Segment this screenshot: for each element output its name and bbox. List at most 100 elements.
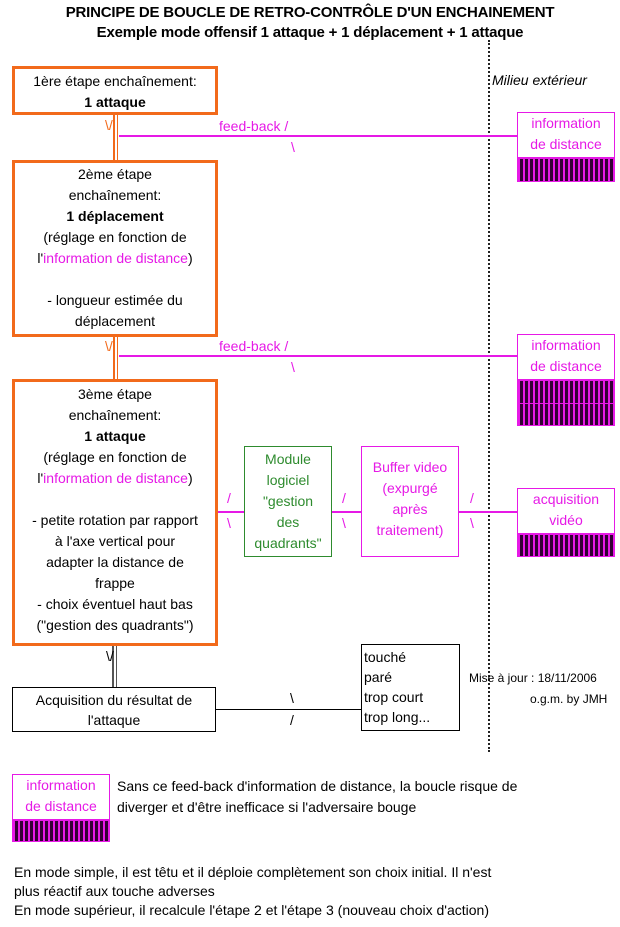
backslash-icon: \ [342, 515, 346, 531]
step-2-setting: (réglage en fonction de [43, 229, 187, 245]
step-2-box: 2ème étape enchaînement: 1 déplacement (… [12, 160, 218, 337]
step-3-detail-4: frappe [95, 575, 135, 591]
distance-info-2-hatch-top [517, 380, 615, 404]
step-3-header-1: 3ème étape [78, 386, 152, 402]
legend-box-line2: de distance [25, 798, 97, 814]
connector-3-result [112, 646, 114, 688]
distance-info-2-hatch-bottom [517, 403, 615, 426]
connector-3-result-b [116, 646, 117, 688]
result-box: Acquisition du résultat de l'attaque [12, 687, 216, 732]
step-2-setting-suffix: ) [187, 250, 193, 266]
step-2-header-1: 2ème étape [78, 166, 152, 182]
step-1-header: 1ère étape enchaînement: [33, 73, 197, 89]
slash-icon: / [227, 490, 231, 506]
feedback-line-2 [119, 355, 517, 357]
module-box: Module logiciel "gestion des quadrants" [244, 446, 332, 557]
backslash-icon: \ [470, 515, 474, 531]
legend-text-line2: diverger et d'être inefficace si l'adver… [117, 799, 417, 815]
outcome-item: trop court [364, 689, 424, 705]
distance-info-2-line2: de distance [530, 358, 602, 374]
step-2-detail-2: déplacement [74, 313, 156, 329]
step-3-setting-suffix: ) [187, 470, 193, 486]
step-3-setting: (réglage en fonction de [43, 449, 187, 465]
acquisition-video-hatch [517, 534, 615, 557]
arrow-3-result-icon: \/ [106, 648, 114, 664]
link-step3-module [218, 511, 244, 513]
step-2-setting-link-line: l'information de distance) [15, 248, 215, 269]
module-line-2: logiciel [266, 472, 310, 488]
acquisition-video-line2: vidéo [549, 512, 583, 528]
step-2-detail-1: - longueur estimée du [47, 292, 183, 308]
feedback-label-2: feed-back / [219, 338, 288, 354]
note-line-1: En mode simple, il est têtu et il déploi… [14, 864, 492, 880]
distance-info-box-2: information de distance [517, 334, 615, 380]
module-line-3: "gestion [262, 493, 314, 509]
update-date: Mise à jour : 18/11/2006 [469, 671, 597, 685]
slash-icon: / [342, 490, 346, 506]
result-line-2: l'attaque [87, 712, 141, 728]
legend-text: Sans ce feed-back d'information de dista… [117, 776, 517, 818]
note-line-3: En mode supérieur, il recalcule l'étape … [14, 902, 489, 918]
environment-label: Milieu extérieur [492, 72, 587, 88]
slash-icon: / [470, 490, 474, 506]
distance-info-2-line1: information [531, 337, 601, 353]
step-2-distance-link: information de distance [43, 250, 188, 266]
distance-info-1-line1: information [531, 115, 601, 131]
slash-icon: / [284, 338, 289, 354]
legend-text-line1: Sans ce feed-back d'information de dista… [117, 778, 518, 794]
step-2-header-2: enchaînement: [68, 187, 162, 203]
legend-distance-box: information de distance [12, 774, 110, 820]
step-2-setting-l: l' [37, 250, 44, 266]
buffer-video-box: Buffer video (expurgé après traitement) [361, 446, 459, 557]
step-3-detail-3: adapter la distance de [46, 554, 184, 570]
arrow-2-3-icon: \/ [105, 338, 113, 354]
buffer-line-3: après [392, 501, 428, 517]
step-3-distance-link: information de distance [43, 470, 188, 486]
step-2-action: 1 déplacement [66, 208, 164, 224]
connector-2-3b [117, 337, 118, 380]
acquisition-video-line1: acquisition [532, 491, 600, 507]
feedback-line-1 [119, 135, 517, 137]
step-3-action: 1 attaque [84, 428, 146, 444]
backslash-icon: \ [290, 690, 294, 706]
distance-info-1-hatch [517, 158, 615, 182]
buffer-line-4: traitement) [376, 522, 444, 538]
backslash-icon: \ [291, 359, 295, 375]
step-3-setting-l: l' [37, 470, 44, 486]
slash-icon: / [284, 118, 289, 134]
distance-info-1-line2: de distance [530, 136, 602, 152]
diagram-subtitle: Exemple mode offensif 1 attaque + 1 dépl… [96, 24, 524, 41]
step-3-detail-5: - choix éventuel haut bas [37, 596, 193, 612]
connector-2-3 [113, 337, 115, 380]
buffer-line-2: (expurgé [382, 480, 438, 496]
legend-hatch [12, 820, 110, 842]
connector-1-2b [117, 115, 118, 161]
outcome-item: touché [364, 649, 407, 665]
feedback-label-1-text: feed-back [219, 118, 281, 134]
backslash-icon: \ [227, 515, 231, 531]
step-3-header-2: enchaînement: [68, 407, 162, 423]
step-3-box: 3ème étape enchaînement: 1 attaque (régl… [12, 379, 218, 646]
outcome-item: paré [364, 669, 393, 685]
module-line-5: quadrants" [254, 535, 322, 551]
slash-icon: / [290, 712, 294, 728]
step-3-setting-link-line: l'information de distance) [15, 468, 215, 489]
note-line-2: plus réactif aux touche adverses [14, 883, 215, 899]
backslash-icon: \ [291, 139, 295, 155]
diagram-title: PRINCIPE DE BOUCLE DE RETRO-CONTRÔLE D'U… [65, 4, 555, 21]
outcome-item: trop long... [364, 709, 431, 725]
module-line-4: des [276, 514, 300, 530]
step-3-detail-1: - petite rotation par rapport [32, 512, 198, 528]
step-1-box: 1ère étape enchaînement: 1 attaque [12, 66, 218, 115]
environment-boundary [488, 40, 490, 752]
distance-info-box-1: information de distance [517, 112, 615, 158]
legend-box-line1: information [26, 777, 96, 793]
result-line-1: Acquisition du résultat de [35, 692, 193, 708]
feedback-label-1: feed-back / [219, 118, 288, 134]
link-module-buffer [332, 511, 361, 513]
buffer-line-1: Buffer video [372, 459, 448, 475]
module-line-1: Module [265, 451, 311, 467]
notes: En mode simple, il est têtu et il déploi… [14, 863, 614, 920]
connector-1-2 [113, 115, 115, 161]
step-3-detail-6: ("gestion des quadrants") [36, 617, 194, 633]
